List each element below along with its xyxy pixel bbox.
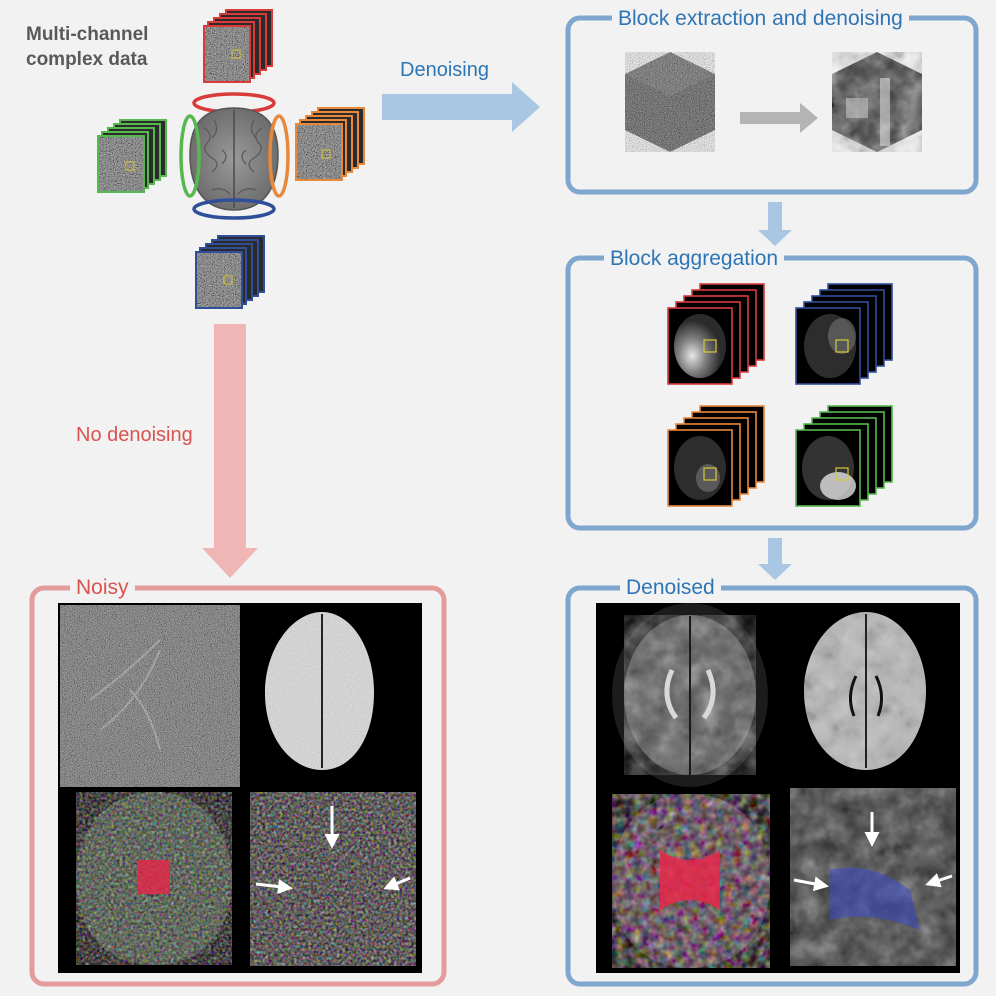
block-denoise-arrow bbox=[740, 103, 818, 133]
noisy-frame bbox=[29, 585, 447, 987]
no-denoising-arrow bbox=[202, 324, 258, 578]
block-aggregation-title: Block aggregation bbox=[604, 247, 785, 271]
denoised-fiber-glyph-image bbox=[790, 788, 956, 966]
extraction-to-aggregation-arrow bbox=[758, 202, 792, 246]
coil-stack-orange bbox=[295, 107, 365, 181]
no-denoising-label: No denoising bbox=[76, 424, 193, 446]
block-extraction-title: Block extraction and denoising bbox=[612, 7, 909, 31]
denoising-arrow bbox=[382, 82, 540, 132]
denoised-frame bbox=[565, 585, 979, 987]
aggregated-stack-orange bbox=[667, 405, 765, 507]
aggregation-to-denoised-arrow bbox=[758, 538, 792, 580]
aggregated-stack-blue bbox=[795, 283, 893, 385]
denoised-title: Denoised bbox=[620, 576, 721, 600]
noisy-phase-image bbox=[264, 612, 375, 770]
input-title: Multi-channel complex data bbox=[26, 22, 148, 72]
noisy-fiber-glyph-image bbox=[250, 792, 416, 966]
denoised-block-cube bbox=[832, 52, 922, 152]
noisy-dwi-image bbox=[60, 605, 240, 787]
input-title-line2: complex data bbox=[26, 49, 148, 70]
noisy-colorfa-image bbox=[76, 792, 232, 965]
denoised-colorfa-image bbox=[612, 794, 770, 968]
coil-stack-green bbox=[97, 119, 167, 193]
denoised-dwi-image bbox=[612, 603, 768, 787]
brain-head-icon bbox=[179, 92, 290, 220]
input-title-line1: Multi-channel bbox=[26, 24, 149, 45]
denoised-arrow-left bbox=[793, 876, 829, 892]
block-aggregation-frame bbox=[565, 255, 979, 531]
aggregated-stack-green bbox=[795, 405, 893, 507]
noisy-arrow-left bbox=[255, 879, 293, 895]
aggregated-stack-red bbox=[667, 283, 765, 385]
noisy-title: Noisy bbox=[70, 576, 135, 600]
noisy-block-cube bbox=[625, 52, 715, 152]
denoised-arrow-right bbox=[925, 873, 953, 888]
coil-stack-blue bbox=[195, 235, 265, 309]
denoised-phase-image bbox=[803, 612, 927, 770]
noisy-arrow-right bbox=[383, 876, 411, 891]
denoising-label: Denoising bbox=[400, 59, 489, 81]
coil-stack-red bbox=[203, 9, 273, 83]
